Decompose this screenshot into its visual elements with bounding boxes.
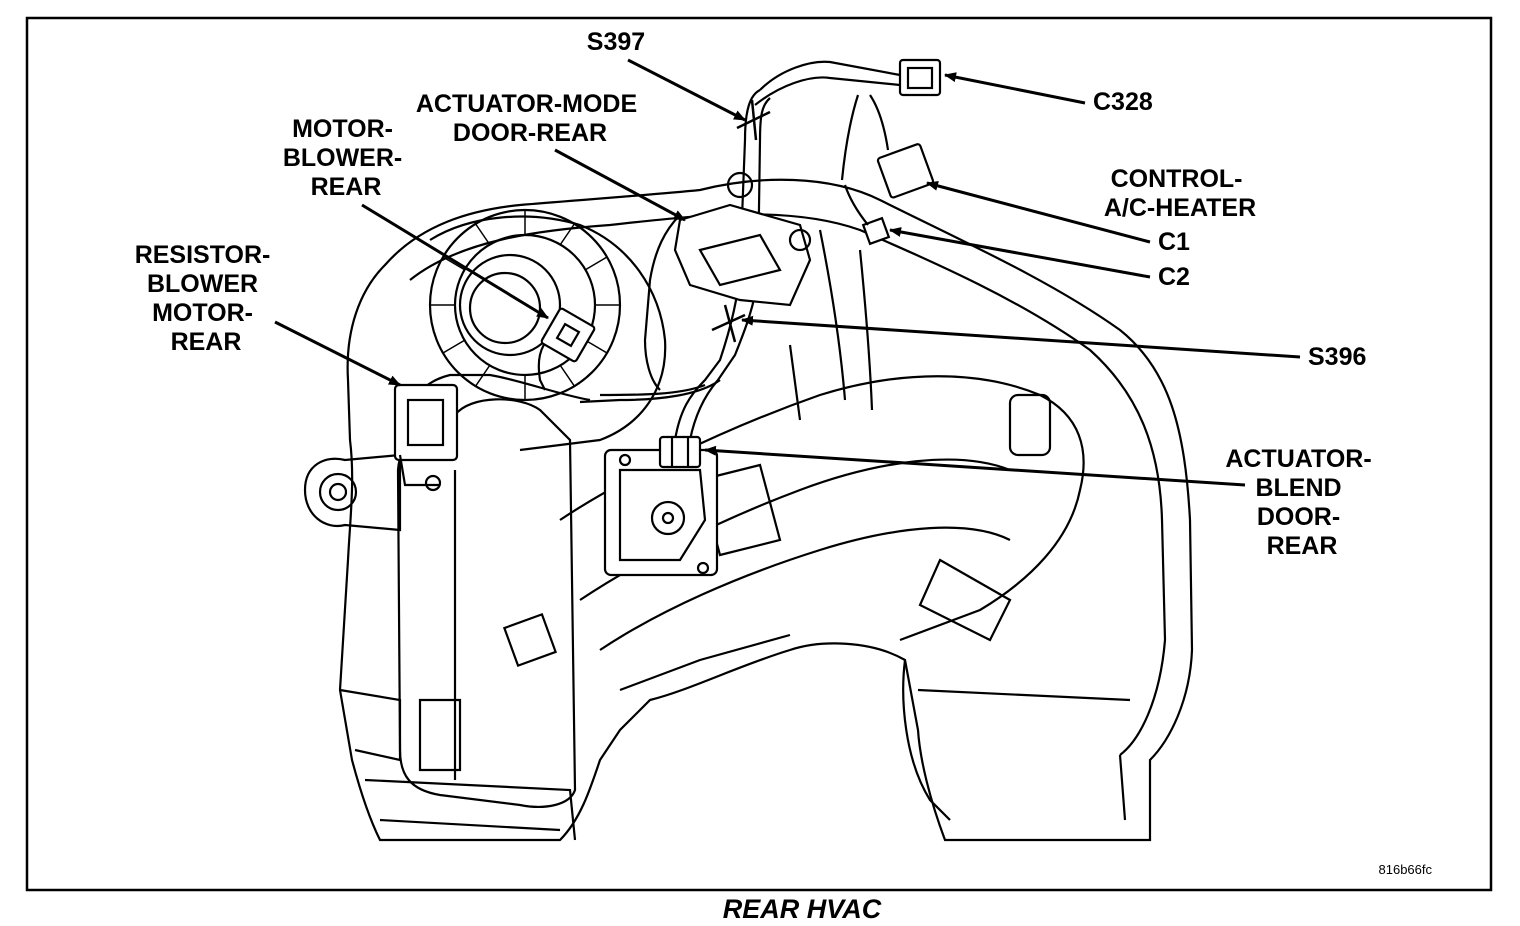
arrow-control-ac [926, 180, 1151, 244]
label-resistor-blower: RESISTOR- BLOWER MOTOR- REAR [135, 241, 278, 356]
arrow-c328 [944, 72, 1086, 105]
label-actuator-blend: ACTUATOR- BLEND DOOR- REAR [1225, 445, 1378, 560]
component-c328 [898, 58, 942, 97]
label-control-ac-line1: CONTROL- [1111, 165, 1243, 193]
label-motor-blower-line1: MOTOR- [292, 115, 393, 143]
arrow-motor-blower [361, 203, 549, 320]
label-resistor-blower-line3: MOTOR- [152, 299, 253, 327]
component-resistor-blower [393, 383, 459, 492]
label-c328: C328 [1093, 88, 1153, 116]
arrow-actuator-mode [554, 148, 686, 222]
label-motor-blower: MOTOR- BLOWER- REAR [283, 115, 409, 201]
diagram-frame [25, 16, 1493, 892]
label-actuator-blend-line2: BLEND [1255, 474, 1341, 502]
splice-mark-s397 [736, 99, 771, 141]
figure-caption: REAR HVAC [723, 894, 882, 924]
label-c2: C2 [1158, 263, 1190, 291]
component-actuator-mode-door [673, 171, 812, 307]
splice-mark-s396 [711, 304, 746, 343]
label-c1: C1 [1158, 228, 1190, 256]
component-actuator-blend-door [603, 435, 719, 577]
label-control-ac: CONTROL- A/C-HEATER [1104, 165, 1256, 222]
callout-arrows [274, 58, 1301, 487]
label-actuator-mode-line1: ACTUATOR-MODE [416, 90, 637, 118]
arrow-s397 [627, 58, 746, 122]
label-actuator-mode-line2: DOOR-REAR [453, 119, 607, 147]
callout-labels: S397 ACTUATOR-MODE DOOR-REAR MOTOR- BLOW… [135, 28, 1433, 877]
wiring-harness [414, 60, 901, 441]
label-actuator-blend-line4: REAR [1267, 532, 1338, 560]
arrow-s396 [741, 315, 1301, 359]
label-motor-blower-line2: BLOWER- [283, 144, 402, 172]
component-c1 [876, 143, 935, 199]
label-motor-blower-line3: REAR [311, 173, 382, 201]
label-actuator-blend-line3: DOOR- [1257, 503, 1340, 531]
arrow-c2 [889, 227, 1151, 279]
label-actuator-mode: ACTUATOR-MODE DOOR-REAR [416, 90, 644, 147]
label-resistor-blower-line2: BLOWER [147, 270, 258, 298]
label-control-ac-line2: A/C-HEATER [1104, 194, 1256, 222]
label-resistor-blower-line1: RESISTOR- [135, 241, 271, 269]
component-blower-motor-connector [540, 307, 596, 363]
arrow-resistor-blower [274, 320, 401, 387]
label-s396: S396 [1308, 343, 1366, 371]
hvac-assembly-drawing [303, 178, 1194, 842]
figure-code: 816b66fc [1379, 862, 1433, 877]
arrow-actuator-blend [704, 445, 1246, 487]
label-s397: S397 [587, 28, 645, 56]
label-actuator-blend-line1: ACTUATOR- [1225, 445, 1371, 473]
component-c2 [843, 184, 891, 246]
label-resistor-blower-line4: REAR [171, 328, 242, 356]
